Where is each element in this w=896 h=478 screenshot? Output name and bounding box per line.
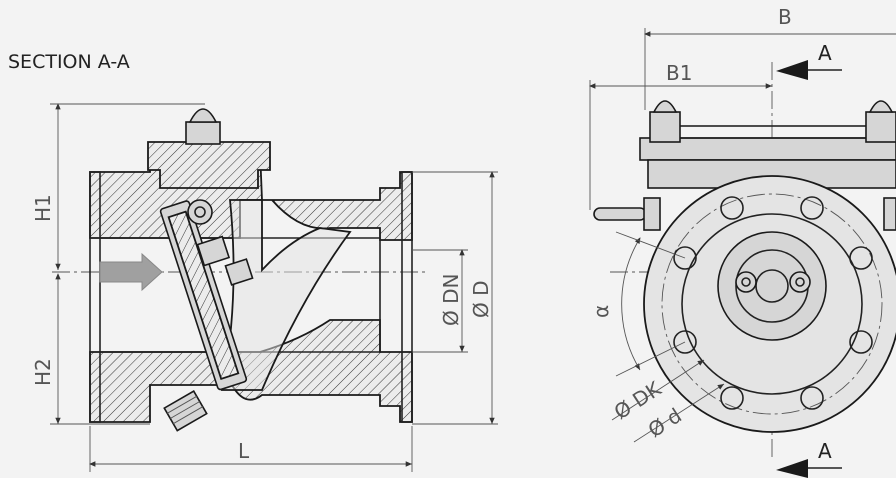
angle-alpha: α <box>589 305 613 318</box>
dimension-d: Ø D <box>469 281 493 319</box>
dimension-d-small: Ø d <box>644 403 686 442</box>
front-view: B B1 A A α Ø DK Ø d <box>589 5 896 478</box>
section-title: SECTION A-A <box>8 51 130 73</box>
flow-arrow-icon <box>99 252 163 292</box>
section-arrow-bottom-icon <box>776 459 808 478</box>
dimension-l: L <box>238 439 250 463</box>
section-arrow-top-icon <box>776 60 808 80</box>
dimension-dn: Ø DN <box>439 274 463 326</box>
section-marker-top: A <box>818 41 832 65</box>
dimension-h1: H1 <box>31 194 55 222</box>
section-view: H1 H2 L Ø DN Ø D <box>31 103 498 472</box>
section-marker-bottom: A <box>818 439 832 463</box>
dimension-h2: H2 <box>31 358 55 386</box>
dimension-b1: B1 <box>666 61 692 85</box>
dimension-b: B <box>778 5 792 29</box>
